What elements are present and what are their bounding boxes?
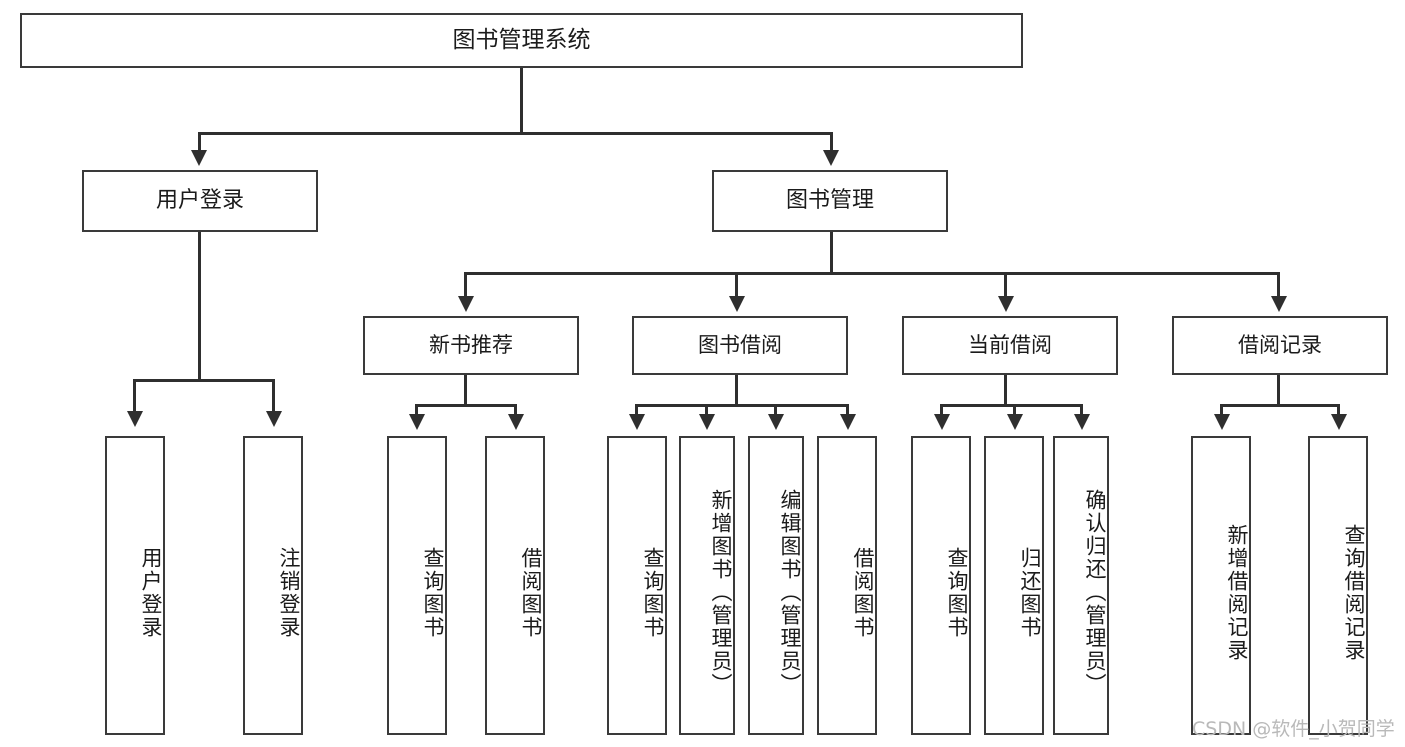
arrowhead-borrow-record-leaf-2	[1331, 414, 1347, 430]
node-leaf-borrow-book: 借阅图书	[817, 436, 877, 735]
leaf-label: 借阅图书	[519, 546, 543, 639]
leaf-label: 注销登录	[277, 546, 301, 639]
connector-to-book-borrow	[735, 272, 738, 298]
node-new-book-recommendation[interactable]: 新书推荐	[363, 316, 579, 375]
arrowhead-new-book-rec	[458, 296, 474, 312]
connector-user-login-stem	[198, 232, 201, 382]
connector-new-book-rec-leaf-1	[415, 404, 418, 416]
connector-book-borrow-leaf-3	[774, 404, 777, 416]
connector-current-borrow-stem	[1004, 375, 1007, 407]
arrowhead-new-book-rec-leaf-2	[508, 414, 524, 430]
arrowhead-borrow-record-leaf-1	[1214, 414, 1230, 430]
leaf-label: 归还图书	[1018, 546, 1042, 639]
arrowhead-book-borrow-leaf-4	[840, 414, 856, 430]
node-book-borrowing[interactable]: 图书借阅	[632, 316, 848, 375]
connector-borrow-record-leaf-1	[1220, 404, 1223, 416]
connector-book-mgmt-stem	[830, 232, 833, 274]
csdn-watermark: CSDN @软件_小贺同学	[1192, 718, 1395, 740]
connector-user-login-to-leaf-2	[272, 379, 275, 413]
arrowhead-book-borrow	[729, 296, 745, 312]
arrowhead-borrow-record	[1271, 296, 1287, 312]
connector-borrow-record-bus	[1220, 404, 1339, 407]
leaf-label: 新增借阅记录	[1225, 523, 1249, 662]
connector-book-borrow-leaf-2	[705, 404, 708, 416]
node-user-login[interactable]: 用户登录	[82, 170, 318, 232]
connector-root-to-user-login	[198, 132, 201, 152]
node-leaf-query-books-current: 查询图书	[911, 436, 971, 735]
connector-new-book-rec-leaf-2	[514, 404, 517, 416]
connector-book-borrow-leaf-4	[846, 404, 849, 416]
leaf-label: 借阅图书	[851, 546, 875, 639]
arrowhead-user-login-leaf-1	[127, 411, 143, 427]
arrowhead-root-to-user-login	[191, 150, 207, 166]
arrowhead-new-book-rec-leaf-1	[409, 414, 425, 430]
connector-to-borrow-record	[1277, 272, 1280, 298]
arrowhead-current-borrow-leaf-2	[1007, 414, 1023, 430]
node-leaf-query-borrow-record: 查询借阅记录	[1308, 436, 1368, 735]
leaf-label: 确认归还（管理员）	[1083, 489, 1107, 696]
connector-user-login-to-leaf-1	[133, 379, 136, 413]
connector-book-borrow-stem	[735, 375, 738, 407]
leaf-label: 新增图书（管理员）	[709, 489, 733, 696]
connector-book-mgmt-bus	[464, 272, 1280, 275]
arrowhead-book-borrow-leaf-2	[699, 414, 715, 430]
node-leaf-query-books-rec: 查询图书	[387, 436, 447, 735]
connector-borrow-record-stem	[1277, 375, 1280, 407]
node-leaf-confirm-return-admin: 确认归还（管理员）	[1053, 436, 1109, 735]
node-borrowing-record[interactable]: 借阅记录	[1172, 316, 1388, 375]
arrowhead-book-borrow-leaf-1	[629, 414, 645, 430]
leaf-label: 编辑图书（管理员）	[778, 489, 802, 696]
connector-root-stem	[520, 68, 523, 134]
connector-to-current-borrow	[1004, 272, 1007, 298]
connector-book-borrow-bus	[635, 404, 849, 407]
node-leaf-borrow-books-rec: 借阅图书	[485, 436, 545, 735]
node-leaf-logout: 注销登录	[243, 436, 303, 735]
leaf-label: 查询图书	[421, 546, 445, 639]
arrowhead-root-to-book-mgmt	[823, 150, 839, 166]
arrowhead-current-borrow	[998, 296, 1014, 312]
node-leaf-query-books-borrow: 查询图书	[607, 436, 667, 735]
leaf-label: 查询图书	[945, 546, 969, 639]
connector-current-borrow-leaf-3	[1080, 404, 1083, 416]
connector-current-borrow-bus	[940, 404, 1082, 407]
node-book-management[interactable]: 图书管理	[712, 170, 948, 232]
connector-current-borrow-leaf-1	[940, 404, 943, 416]
connector-to-new-book-rec	[464, 272, 467, 298]
connector-current-borrow-leaf-2	[1013, 404, 1016, 416]
node-leaf-return-book: 归还图书	[984, 436, 1044, 735]
connector-borrow-record-leaf-2	[1337, 404, 1340, 416]
node-leaf-user-login: 用户登录	[105, 436, 165, 735]
node-current-borrowing[interactable]: 当前借阅	[902, 316, 1118, 375]
connector-new-book-rec-bus	[415, 404, 517, 407]
arrowhead-current-borrow-leaf-3	[1074, 414, 1090, 430]
connector-book-borrow-leaf-1	[635, 404, 638, 416]
node-root-library-management-system[interactable]: 图书管理系统	[20, 13, 1023, 68]
arrowhead-user-login-leaf-2	[266, 411, 282, 427]
arrowhead-current-borrow-leaf-1	[934, 414, 950, 430]
connector-new-book-rec-stem	[464, 375, 467, 407]
leaf-label: 查询图书	[641, 546, 665, 639]
leaf-label: 查询借阅记录	[1342, 523, 1366, 662]
leaf-label: 用户登录	[139, 546, 163, 639]
connector-root-bus	[198, 132, 832, 135]
connector-root-to-book-mgmt	[830, 132, 833, 152]
node-leaf-add-borrow-record: 新增借阅记录	[1191, 436, 1251, 735]
node-leaf-add-book-admin: 新增图书（管理员）	[679, 436, 735, 735]
node-leaf-edit-book-admin: 编辑图书（管理员）	[748, 436, 804, 735]
arrowhead-book-borrow-leaf-3	[768, 414, 784, 430]
connector-user-login-bus	[133, 379, 275, 382]
